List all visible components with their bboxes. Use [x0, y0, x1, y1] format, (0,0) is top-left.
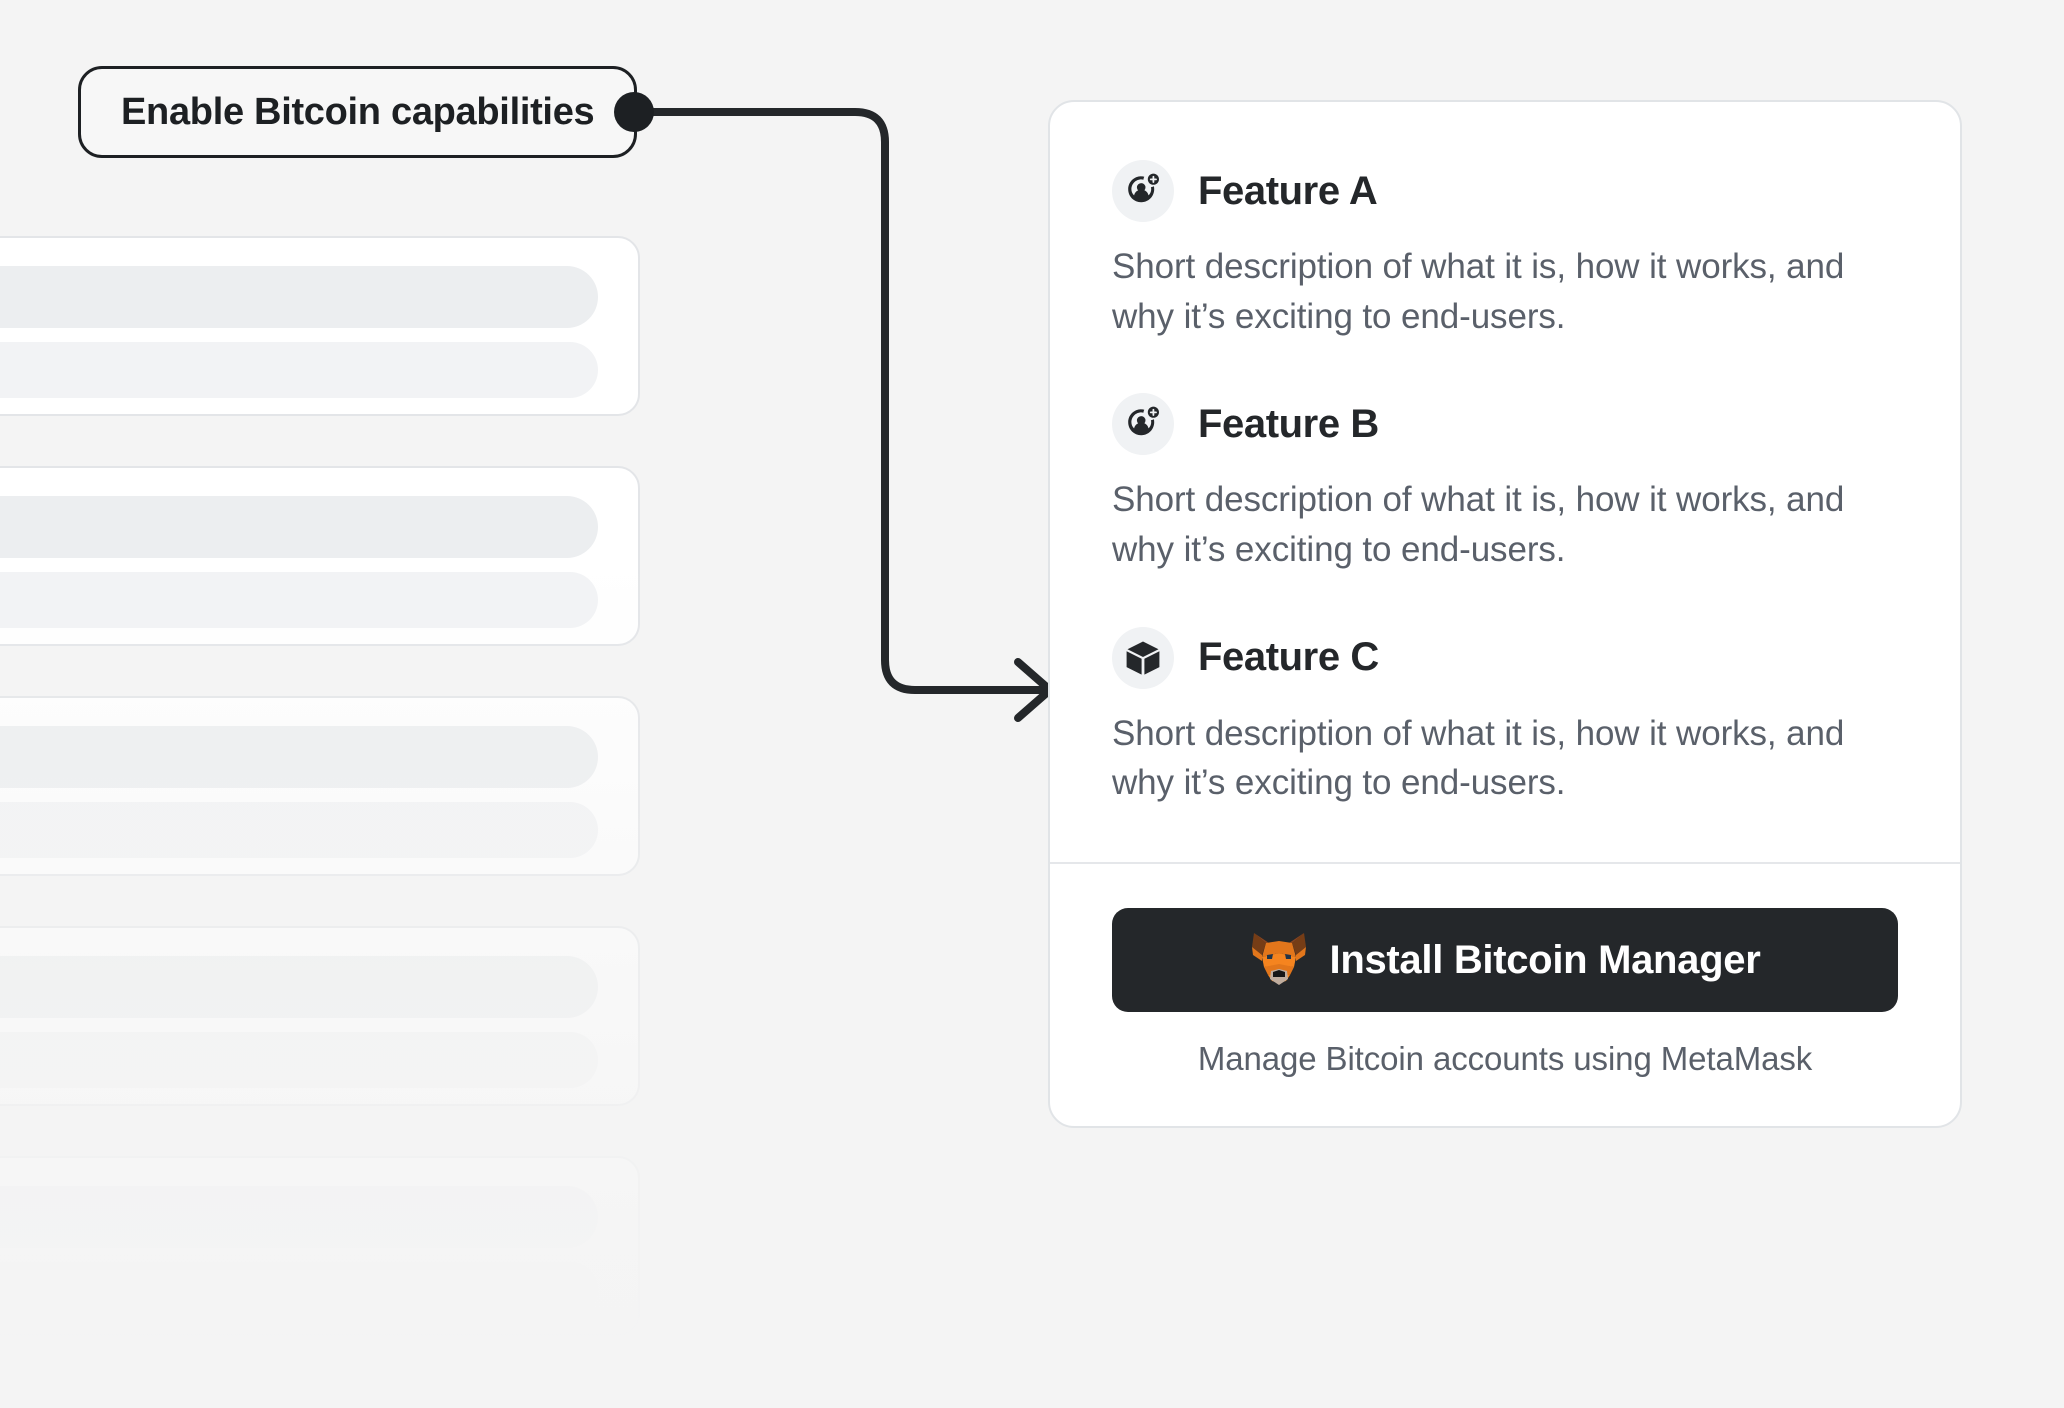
install-bitcoin-manager-button[interactable]: Install Bitcoin Manager — [1112, 908, 1898, 1013]
card-divider — [1050, 862, 1960, 865]
skeleton-bar-primary — [0, 956, 598, 1018]
cube-icon — [1112, 626, 1174, 689]
skeleton-row — [0, 1156, 640, 1336]
skeleton-bar-secondary — [0, 572, 598, 628]
card-footer: Install Bitcoin Manager Manage Bitcoin a… — [1050, 864, 1960, 1126]
skeleton-row — [0, 236, 640, 416]
skeleton-bar-secondary — [0, 802, 598, 858]
feature-title: Feature C — [1198, 635, 1379, 680]
skeleton-row — [0, 1386, 640, 1408]
connector-path — [630, 108, 1052, 694]
skeleton-bar-primary — [0, 726, 598, 788]
metamask-fox-icon — [1250, 931, 1308, 990]
skeleton-bar-primary — [0, 1186, 598, 1248]
callout-label-text: Enable Bitcoin capabilities — [121, 90, 595, 133]
skeleton-bar-secondary — [0, 342, 598, 398]
feature-item-b: Feature B Short description of what it i… — [1112, 393, 1898, 574]
feature-title: Feature A — [1198, 168, 1378, 213]
feature-list: Feature A Short description of what it i… — [1050, 102, 1960, 862]
user-plus-icon — [1112, 160, 1174, 222]
install-button-label: Install Bitcoin Manager — [1329, 937, 1761, 982]
skeleton-bar-secondary — [0, 1032, 598, 1088]
callout-label: Enable Bitcoin capabilities — [78, 66, 638, 158]
user-plus-icon — [1112, 393, 1174, 456]
skeleton-bar-primary — [0, 496, 598, 558]
skeleton-row — [0, 926, 640, 1106]
feature-header: Feature B — [1112, 393, 1898, 456]
arrowhead-icon — [1014, 658, 1054, 722]
skeleton-bar-primary — [0, 266, 598, 328]
feature-header: Feature A — [1112, 160, 1898, 222]
footer-caption: Manage Bitcoin accounts using MetaMask — [1197, 1040, 1813, 1078]
feature-description: Short description of what it is, how it … — [1112, 247, 1845, 336]
feature-description: Short description of what it is, how it … — [1112, 713, 1845, 803]
skeleton-list — [0, 236, 640, 1408]
skeleton-bar-secondary — [0, 1262, 598, 1318]
feature-card: Feature A Short description of what it i… — [1048, 100, 1962, 1129]
skeleton-row — [0, 466, 640, 646]
feature-description: Short description of what it is, how it … — [1112, 480, 1845, 570]
feature-title: Feature B — [1198, 401, 1379, 446]
feature-item-c: Feature C Short description of what it i… — [1112, 626, 1898, 808]
skeleton-row — [0, 696, 640, 876]
feature-item-a: Feature A Short description of what it i… — [1112, 160, 1898, 341]
feature-header: Feature C — [1112, 626, 1898, 689]
